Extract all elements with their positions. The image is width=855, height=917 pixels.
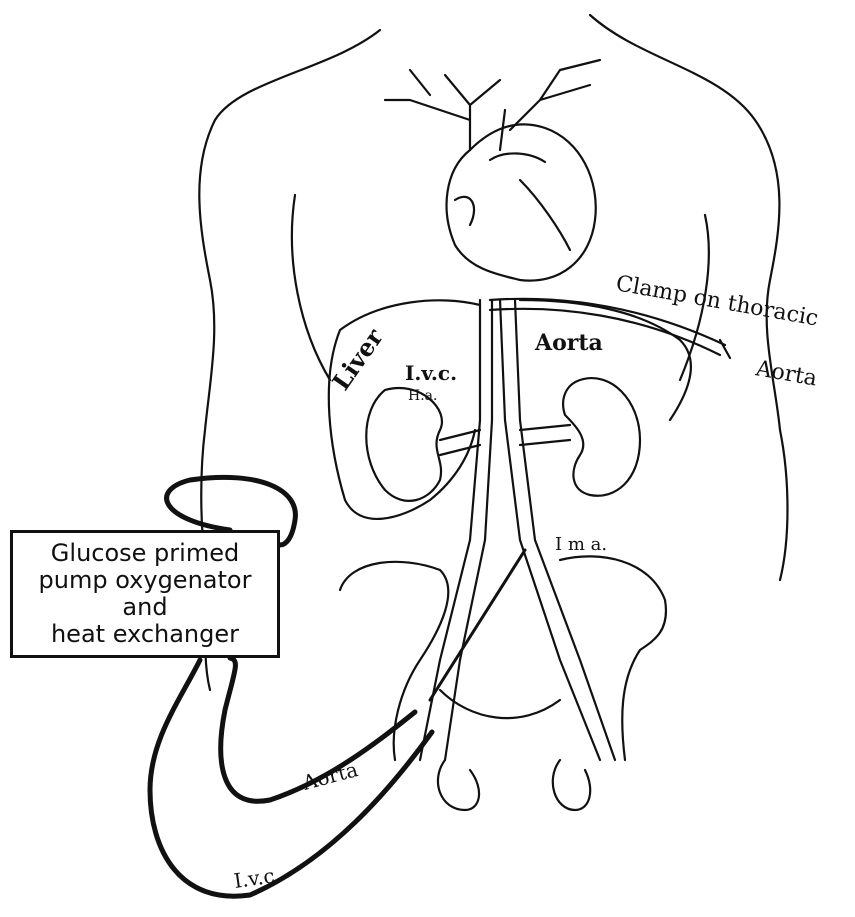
hip-joint-right	[553, 760, 590, 810]
hip-joint-left	[438, 760, 479, 810]
label-femoral-aorta: Aorta	[299, 757, 360, 795]
label-aorta: Aorta	[534, 330, 603, 356]
ivc-vessel	[480, 300, 492, 420]
label-clamp-line1: Clamp on thoracic	[614, 271, 820, 331]
venous-line[interactable]	[150, 660, 432, 896]
label-clamp-line2: Aorta	[753, 356, 819, 391]
pump-oxygenator-box: Glucose primed pump oxygenator and heat …	[10, 530, 280, 658]
diaphragm-right	[520, 300, 691, 420]
heart-detail	[455, 153, 570, 250]
label-ima: I m a.	[555, 534, 607, 555]
arm-line-left	[292, 195, 330, 380]
label-femoral-ivc: I.v.c.	[232, 863, 282, 893]
kidney-right	[563, 378, 640, 496]
pump-box-line2: pump oxygenator	[39, 567, 252, 594]
label-ivc: I.v.c.	[405, 361, 457, 385]
neck-vessels	[385, 60, 600, 150]
pelvis-right	[560, 556, 666, 760]
label-liver: Liver	[326, 323, 389, 396]
renal-vessels	[440, 425, 570, 455]
label-hv: H.a.	[408, 388, 437, 404]
pelvic-brim	[440, 690, 560, 718]
kidney-left	[366, 388, 442, 501]
pump-box-line4: heat exchanger	[51, 621, 239, 648]
pump-box-line1: Glucose primed	[51, 540, 239, 567]
pump-box-line3: and	[122, 594, 167, 621]
liver-outline	[329, 300, 480, 519]
aorta-vessel	[500, 300, 520, 420]
